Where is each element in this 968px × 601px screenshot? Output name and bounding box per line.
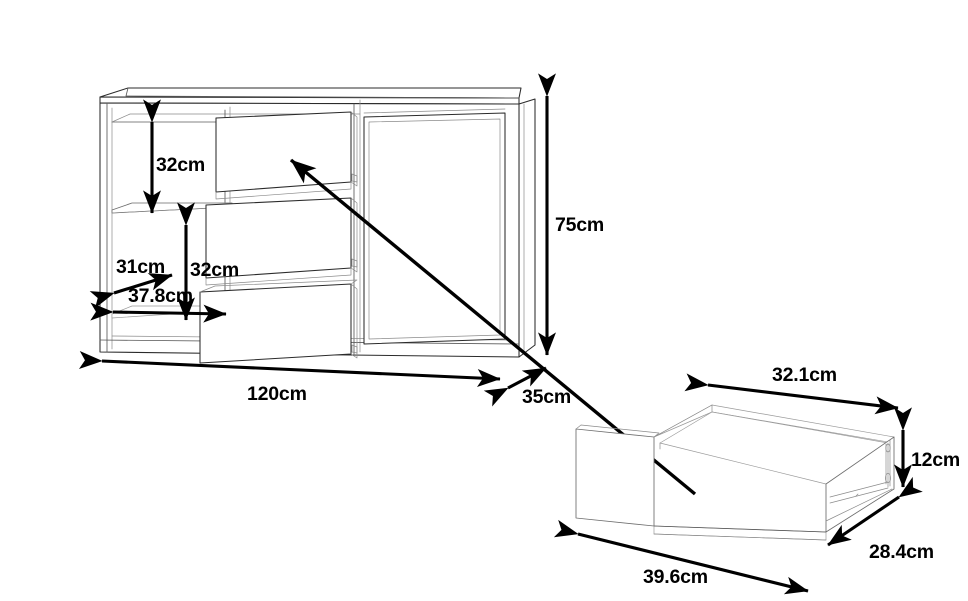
sideboard-cabinet-graphic bbox=[99, 87, 536, 364]
dimension-drawer-depth: 28.4cm bbox=[827, 476, 934, 563]
cabinet-drawer-front-top[interactable] bbox=[215, 111, 358, 193]
dimension-label-shelf-width: 37.8cm bbox=[128, 285, 193, 307]
dimension-upper-compartment-height: 32cm bbox=[143, 99, 205, 214]
cabinet-top-board bbox=[99, 87, 522, 105]
dimension-label-cabinet-width: 120cm bbox=[247, 383, 307, 405]
dimension-drawer-front-width: 39.6cm bbox=[553, 519, 809, 595]
dimension-drawer-height: 12cm bbox=[894, 407, 960, 488]
dimension-label-cabinet-height: 75cm bbox=[555, 214, 604, 236]
dimension-label-drawer-inner-width: 32.1cm bbox=[772, 364, 837, 386]
cabinet-drawer-front-bottom[interactable] bbox=[199, 279, 358, 364]
dimension-label-cabinet-depth: 35cm bbox=[522, 386, 571, 408]
dimension-label-drawer-front-width: 39.6cm bbox=[643, 566, 708, 588]
cabinet-right-side-panel bbox=[518, 98, 536, 358]
dimension-cabinet-depth: 35cm bbox=[483, 366, 571, 408]
dimension-shelf-width: 37.8cm bbox=[90, 285, 227, 323]
dimension-label-lower-compartment-height: 32cm bbox=[190, 259, 239, 281]
dimension-cabinet-height: 75cm bbox=[538, 73, 604, 356]
dimension-label-drawer-height: 12cm bbox=[911, 449, 960, 471]
drawer-box-graphic bbox=[575, 404, 895, 541]
cabinet-right-divider bbox=[353, 99, 361, 355]
dimension-label-shelf-depth: 31cm bbox=[116, 256, 165, 278]
dimension-shelf-depth: 31cm bbox=[89, 256, 173, 309]
dimension-cabinet-width: 120cm bbox=[78, 350, 501, 405]
dimension-label-upper-compartment-height: 32cm bbox=[156, 154, 205, 176]
dimension-label-drawer-depth: 28.4cm bbox=[869, 541, 934, 563]
cabinet-door-panel[interactable] bbox=[363, 112, 506, 345]
dimension-drawer-inner-width: 32.1cm bbox=[684, 364, 899, 415]
